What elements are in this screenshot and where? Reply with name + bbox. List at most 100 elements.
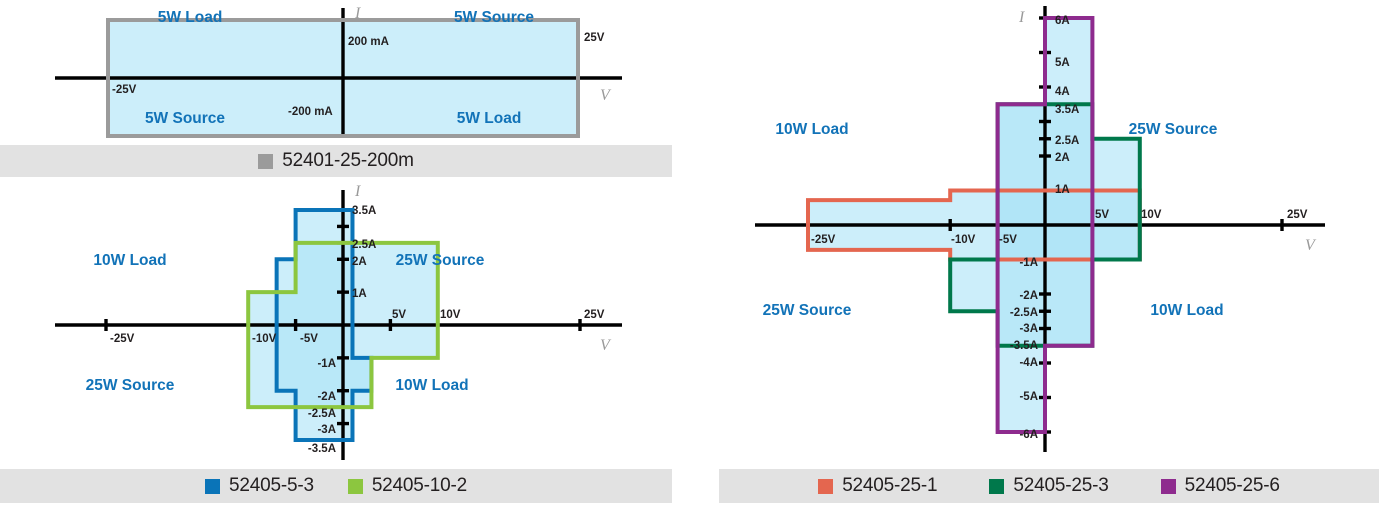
i-tick-label: 1A bbox=[352, 288, 367, 300]
legend-item-52405-25-6[interactable]: 52405-25-6 bbox=[1160, 475, 1280, 497]
legend-label: 52405-25-6 bbox=[1184, 475, 1280, 496]
region-outline-52405-5-3 bbox=[274, 208, 374, 442]
i-tick-label: -3.5A bbox=[308, 443, 336, 455]
v-tick-label: -25V bbox=[112, 84, 137, 96]
quadrant-labels: 5W Load 5W Source 5W Source 5W Load bbox=[145, 9, 534, 127]
i-tick-label: 1A bbox=[1055, 184, 1070, 196]
current-axis-letter: I bbox=[354, 183, 361, 200]
legend-label: 52405-5-3 bbox=[228, 475, 314, 496]
v-tick-label: -10V bbox=[252, 333, 277, 345]
legend-item-52405-10-2[interactable]: 52405-10-2 bbox=[347, 475, 468, 497]
quadrant-label-top-right: 25W Source bbox=[1129, 121, 1218, 138]
i-tick-label: 4A bbox=[1055, 86, 1070, 98]
i-tick-label: 200 mA bbox=[348, 36, 389, 48]
quadrant-label-bottom-left: 25W Source bbox=[86, 377, 175, 394]
tick-labels: -25V -10V -5V 5V 10V 25V 3.5A 2.5A 2A 1A -1A -2A -2.… bbox=[110, 205, 605, 455]
i-tick-label: -200 mA bbox=[288, 106, 333, 118]
i-tick-label: -2.5A bbox=[1010, 307, 1038, 319]
i-tick-label: 2A bbox=[352, 256, 367, 268]
quadrant-label-top-right: 5W Source bbox=[454, 9, 534, 26]
legend-52405-low: 52405-5-3 52405-10-2 bbox=[0, 469, 672, 503]
region-outlines bbox=[106, 18, 580, 138]
i-tick-label: 3.5A bbox=[352, 205, 376, 217]
i-tick-label: -4A bbox=[1019, 357, 1038, 369]
i-tick-label: -2A bbox=[1019, 290, 1038, 302]
i-tick-label: 5A bbox=[1055, 57, 1070, 69]
chart-panel-52405-25: -25V -10V -5V 5V 10V 25V 6A 5A 4A 3.5A 2.5A 2A 1A -1A… bbox=[707, 0, 1379, 465]
i-tick-label: -3A bbox=[1019, 323, 1038, 335]
i-tick-label: 3.5A bbox=[1055, 104, 1079, 116]
legend-item-52405-25-1[interactable]: 52405-25-1 bbox=[818, 475, 938, 497]
i-tick-label: 2A bbox=[1055, 152, 1070, 164]
region-outline-52405-25-6 bbox=[995, 16, 1095, 434]
v-tick-label: -25V bbox=[110, 333, 135, 345]
quadrant-plot-52405-low: -25V -10V -5V 5V 10V 25V 3.5A 2.5A 2A 1A -1A -2A -2.… bbox=[55, 183, 622, 460]
i-tick-label: -6A bbox=[1019, 429, 1038, 441]
chart-panel-52405-low: -25V -10V -5V 5V 10V 25V 3.5A 2.5A 2A 1A -1A -2A -2.… bbox=[0, 182, 672, 465]
legend-item-52405-25-3[interactable]: 52405-25-3 bbox=[989, 475, 1109, 497]
v-tick-label: -25V bbox=[811, 234, 836, 246]
legend-swatch-icon bbox=[989, 478, 1005, 494]
legend-swatch-icon bbox=[818, 478, 834, 494]
quadrant-plot-52405-25: -25V -10V -5V 5V 10V 25V 6A 5A 4A 3.5A 2.5A 2A 1A -1A… bbox=[755, 6, 1325, 452]
current-axis-letter: I bbox=[354, 5, 361, 22]
v-tick-label: 5V bbox=[392, 309, 406, 321]
axis-letters: IV bbox=[354, 183, 612, 354]
region-outline-52405-10-2 bbox=[246, 240, 440, 410]
quadrant-labels: 10W Load 25W Source 25W Source 10W Load bbox=[763, 121, 1224, 319]
legend-item-52401-25-200m[interactable]: 52401-25-200m bbox=[258, 150, 414, 172]
tick-labels: -25V 25V 200 mA -200 mA bbox=[112, 32, 605, 118]
v-tick-label: 25V bbox=[584, 32, 605, 44]
region-outlines bbox=[806, 16, 1142, 434]
legend-item-52405-5-3[interactable]: 52405-5-3 bbox=[204, 475, 314, 497]
v-tick-label: -10V bbox=[951, 234, 976, 246]
quadrant-label-top-left: 5W Load bbox=[158, 9, 223, 26]
quadrant-label-bottom-right: 10W Load bbox=[1150, 302, 1223, 319]
i-tick-label: -3A bbox=[317, 424, 336, 436]
v-tick-label: 10V bbox=[1141, 209, 1162, 221]
i-tick-label: 2.5A bbox=[352, 239, 376, 251]
v-tick-label: 25V bbox=[584, 309, 605, 321]
i-tick-label: -2A bbox=[317, 391, 336, 403]
legend-swatch-icon bbox=[258, 153, 274, 169]
legend-52405-25: 52405-25-1 52405-25-3 52405-25-6 bbox=[719, 469, 1379, 503]
legend-label: 52405-25-3 bbox=[1013, 475, 1109, 496]
quadrant-label-bottom-right: 5W Load bbox=[457, 110, 522, 127]
voltage-axis-letter: V bbox=[600, 87, 612, 104]
i-tick-label: -1A bbox=[1019, 257, 1038, 269]
v-tick-label: 5V bbox=[1095, 209, 1109, 221]
v-tick-label: -5V bbox=[999, 234, 1017, 246]
legend-label: 52401-25-200m bbox=[282, 150, 414, 171]
quadrant-label-top-left: 10W Load bbox=[93, 252, 166, 269]
voltage-axis-letter: V bbox=[600, 337, 612, 354]
i-tick-label: 2.5A bbox=[1055, 135, 1079, 147]
i-tick-label: -2.5A bbox=[308, 408, 336, 420]
region-outline-52401-25-200m bbox=[106, 18, 580, 138]
v-tick-label: 25V bbox=[1287, 209, 1308, 221]
current-axis-letter: I bbox=[1018, 9, 1025, 26]
quadrant-label-bottom-left: 5W Source bbox=[145, 110, 225, 127]
v-tick-label: 10V bbox=[440, 309, 461, 321]
i-tick-label: 6A bbox=[1055, 15, 1070, 27]
legend-label: 52405-10-2 bbox=[371, 475, 468, 496]
legend-swatch-icon bbox=[347, 478, 363, 494]
quadrant-label-bottom-left: 25W Source bbox=[763, 302, 852, 319]
voltage-axis-letter: V bbox=[1305, 237, 1317, 254]
legend-52401: 52401-25-200m bbox=[0, 145, 672, 177]
axis-letters: IV bbox=[354, 5, 612, 104]
quadrant-label-bottom-right: 10W Load bbox=[395, 377, 468, 394]
quadrant-plot-52401: -25V 25V 200 mA -200 mA 5W Load 5W Source 5W S… bbox=[55, 5, 622, 138]
tick-labels: -25V -10V -5V 5V 10V 25V 6A 5A 4A 3.5A 2.5A 2A 1A -1A… bbox=[811, 15, 1308, 441]
legend-swatch-icon bbox=[204, 478, 220, 494]
i-tick-label: -3.5A bbox=[1010, 340, 1038, 352]
v-tick-label: -5V bbox=[300, 333, 318, 345]
quadrant-labels: 10W Load 25W Source 25W Source 10W Load bbox=[86, 252, 485, 394]
quadrant-label-top-right: 25W Source bbox=[396, 252, 485, 269]
region-outlines bbox=[246, 208, 440, 442]
chart-panel-52401: -25V 25V 200 mA -200 mA 5W Load 5W Source 5W S… bbox=[0, 0, 672, 145]
axis-letters: IV bbox=[1018, 9, 1317, 254]
i-tick-label: -1A bbox=[317, 358, 336, 370]
quadrant-label-top-left: 10W Load bbox=[775, 121, 848, 138]
i-tick-label: -5A bbox=[1019, 391, 1038, 403]
